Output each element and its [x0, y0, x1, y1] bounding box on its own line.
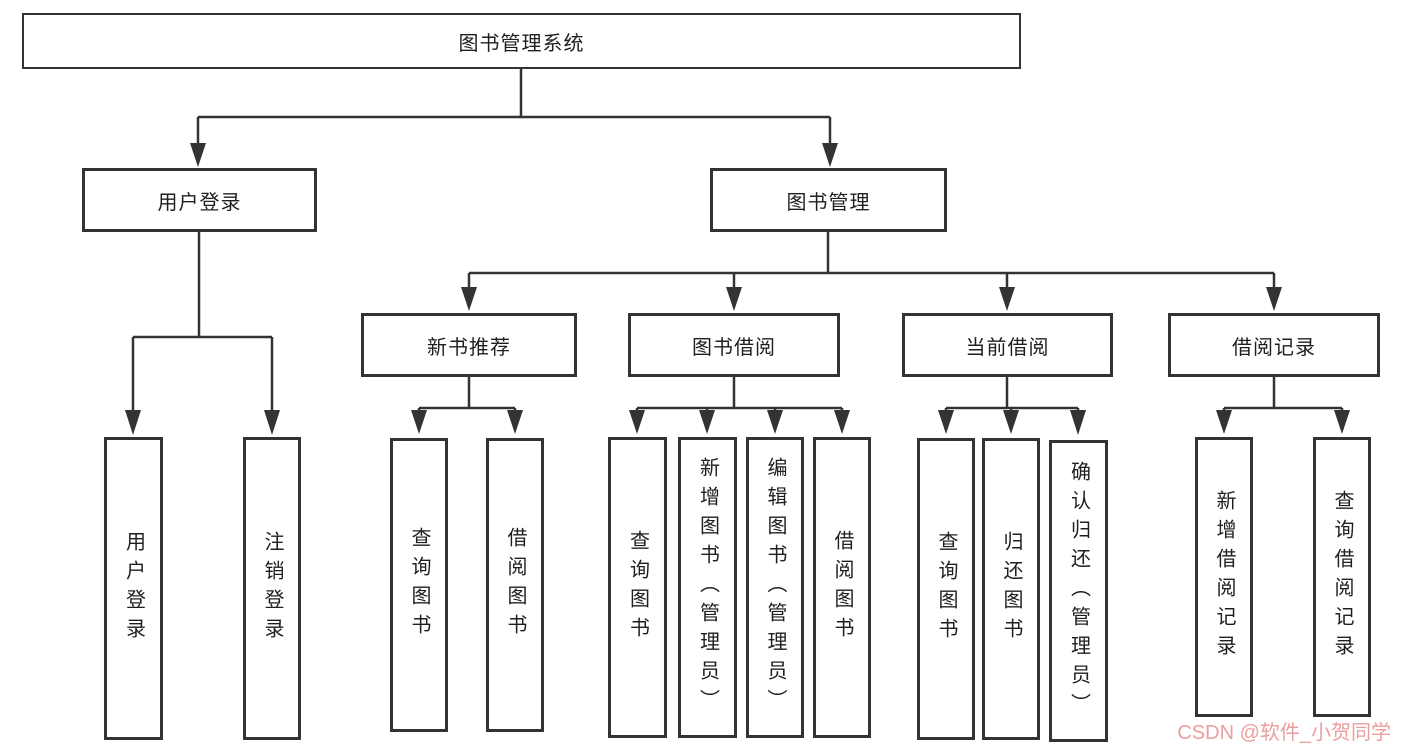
leaf-query-borrow-record: 查询借阅记录 — [1313, 437, 1371, 717]
leaf-user-login: 用户登录 — [104, 437, 163, 740]
node-current-borrow: 当前借阅 — [902, 313, 1113, 377]
node-system-root: 图书管理系统 — [22, 13, 1021, 69]
leaf-borrow-books-recommend: 借阅图书 — [486, 438, 544, 732]
connector-borrow-records — [1216, 377, 1350, 434]
leaf-query-books-current: 查询图书 — [917, 438, 975, 740]
connector-user-login — [125, 232, 280, 435]
connector-book-borrow — [629, 377, 850, 434]
leaf-logout: 注销登录 — [243, 437, 301, 740]
node-book-management: 图书管理 — [710, 168, 947, 232]
node-user-login: 用户登录 — [82, 168, 317, 232]
connector-new-book — [411, 377, 523, 434]
leaf-add-borrow-record: 新增借阅记录 — [1195, 437, 1253, 717]
leaf-query-books-borrow: 查询图书 — [608, 437, 667, 738]
connector-current-borrow — [938, 377, 1086, 435]
leaf-borrow-books: 借阅图书 — [813, 437, 871, 738]
leaf-return-book: 归还图书 — [982, 438, 1040, 740]
connector-root — [190, 69, 838, 167]
leaf-query-books-recommend: 查询图书 — [390, 438, 448, 732]
leaf-edit-book-admin: 编辑图书（管理员） — [746, 437, 804, 738]
csdn-watermark: CSDN @软件_小贺同学 — [1177, 722, 1391, 744]
node-book-borrow: 图书借阅 — [628, 313, 840, 377]
node-borrow-records: 借阅记录 — [1168, 313, 1380, 377]
leaf-add-book-admin: 新增图书（管理员） — [678, 437, 737, 738]
node-new-book-recommend: 新书推荐 — [361, 313, 577, 377]
leaf-confirm-return-admin: 确认归还（管理员） — [1049, 440, 1108, 742]
connector-book-management — [461, 232, 1282, 311]
